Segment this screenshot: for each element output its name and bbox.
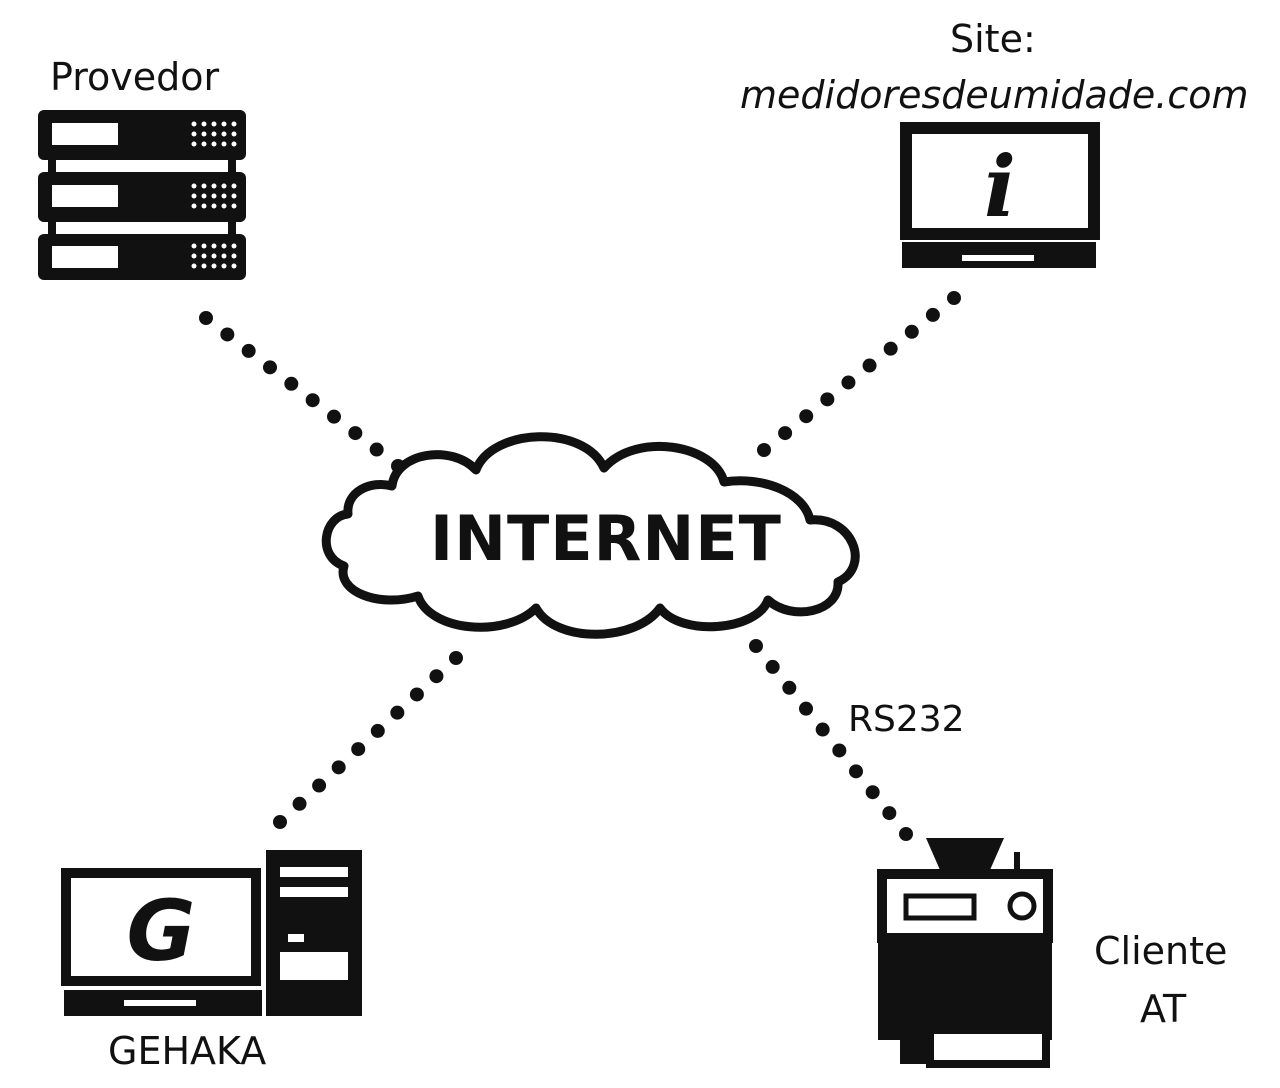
site-url-label: medidoresdeumidade.com	[740, 73, 1249, 117]
svg-text:G: G	[127, 882, 196, 980]
link-provedor-internet-dot	[220, 327, 235, 342]
cliente-at-label: AT	[1140, 987, 1187, 1031]
link-gehaka-internet-dot	[409, 687, 424, 702]
link-site-internet-dot	[820, 392, 835, 407]
laptop-info-icon: i	[900, 122, 1100, 268]
link-provedor-internet-dot	[263, 360, 277, 375]
link-provedor-internet-dot	[241, 343, 256, 358]
link-gehaka-internet-dot	[273, 815, 287, 829]
link-cliente-internet-dot	[899, 827, 913, 841]
link-gehaka-internet-dot	[292, 796, 307, 811]
link-provedor-internet-dot	[369, 442, 384, 457]
link-site-internet-dot	[883, 341, 898, 356]
link-gehaka-internet-dot	[312, 778, 327, 793]
link-site-internet-dot	[862, 358, 877, 373]
link-cliente-internet-dot	[849, 764, 863, 779]
cloud-icon	[321, 432, 860, 639]
link-cliente-internet-dot	[782, 680, 797, 695]
link-site-internet-dot	[799, 409, 814, 424]
link-provedor-internet-dot	[327, 409, 341, 424]
link-site-internet-dot	[904, 324, 919, 339]
link-provedor-internet-dot	[199, 311, 213, 325]
moisture-meter-device-icon	[877, 838, 1053, 1068]
link-cliente-internet-dot	[865, 785, 880, 800]
link-provedor-internet-dot	[305, 393, 320, 408]
link-cliente-internet-dot	[749, 639, 763, 653]
link-gehaka-internet-dot	[331, 760, 346, 775]
server-rack-icon	[38, 110, 246, 280]
link-gehaka-internet-dot	[351, 742, 366, 757]
desktop-computer-icon: G	[61, 850, 362, 1016]
link-site-internet-dot	[757, 443, 771, 457]
cliente-label: Cliente	[1094, 929, 1228, 973]
link-cliente-internet-dot	[799, 701, 813, 716]
svg-text:i: i	[984, 137, 1016, 236]
link-site-internet-dot	[947, 291, 961, 305]
gehaka-label: GEHAKA	[108, 1029, 267, 1073]
link-provedor-internet-dot	[348, 426, 363, 441]
link-site-internet-dot	[778, 426, 793, 441]
connection-lines	[199, 291, 961, 841]
internet-label: INTERNET	[430, 502, 782, 575]
rs232-link-label: RS232	[848, 699, 965, 740]
link-gehaka-internet-dot	[390, 705, 405, 720]
link-cliente-internet-dot	[882, 806, 897, 821]
link-cliente-internet-dot	[765, 659, 780, 674]
link-cliente-internet-dot	[832, 743, 847, 758]
link-gehaka-internet-dot	[449, 651, 463, 665]
link-gehaka-internet-dot	[429, 669, 444, 684]
link-site-internet-dot	[841, 375, 856, 390]
link-cliente-internet-dot	[815, 722, 830, 737]
link-site-internet-dot	[925, 307, 940, 322]
link-provedor-internet-dot	[284, 376, 299, 391]
provedor-label: Provedor	[50, 55, 220, 99]
link-gehaka-internet-dot	[370, 723, 385, 738]
site-label: Site:	[950, 17, 1036, 61]
